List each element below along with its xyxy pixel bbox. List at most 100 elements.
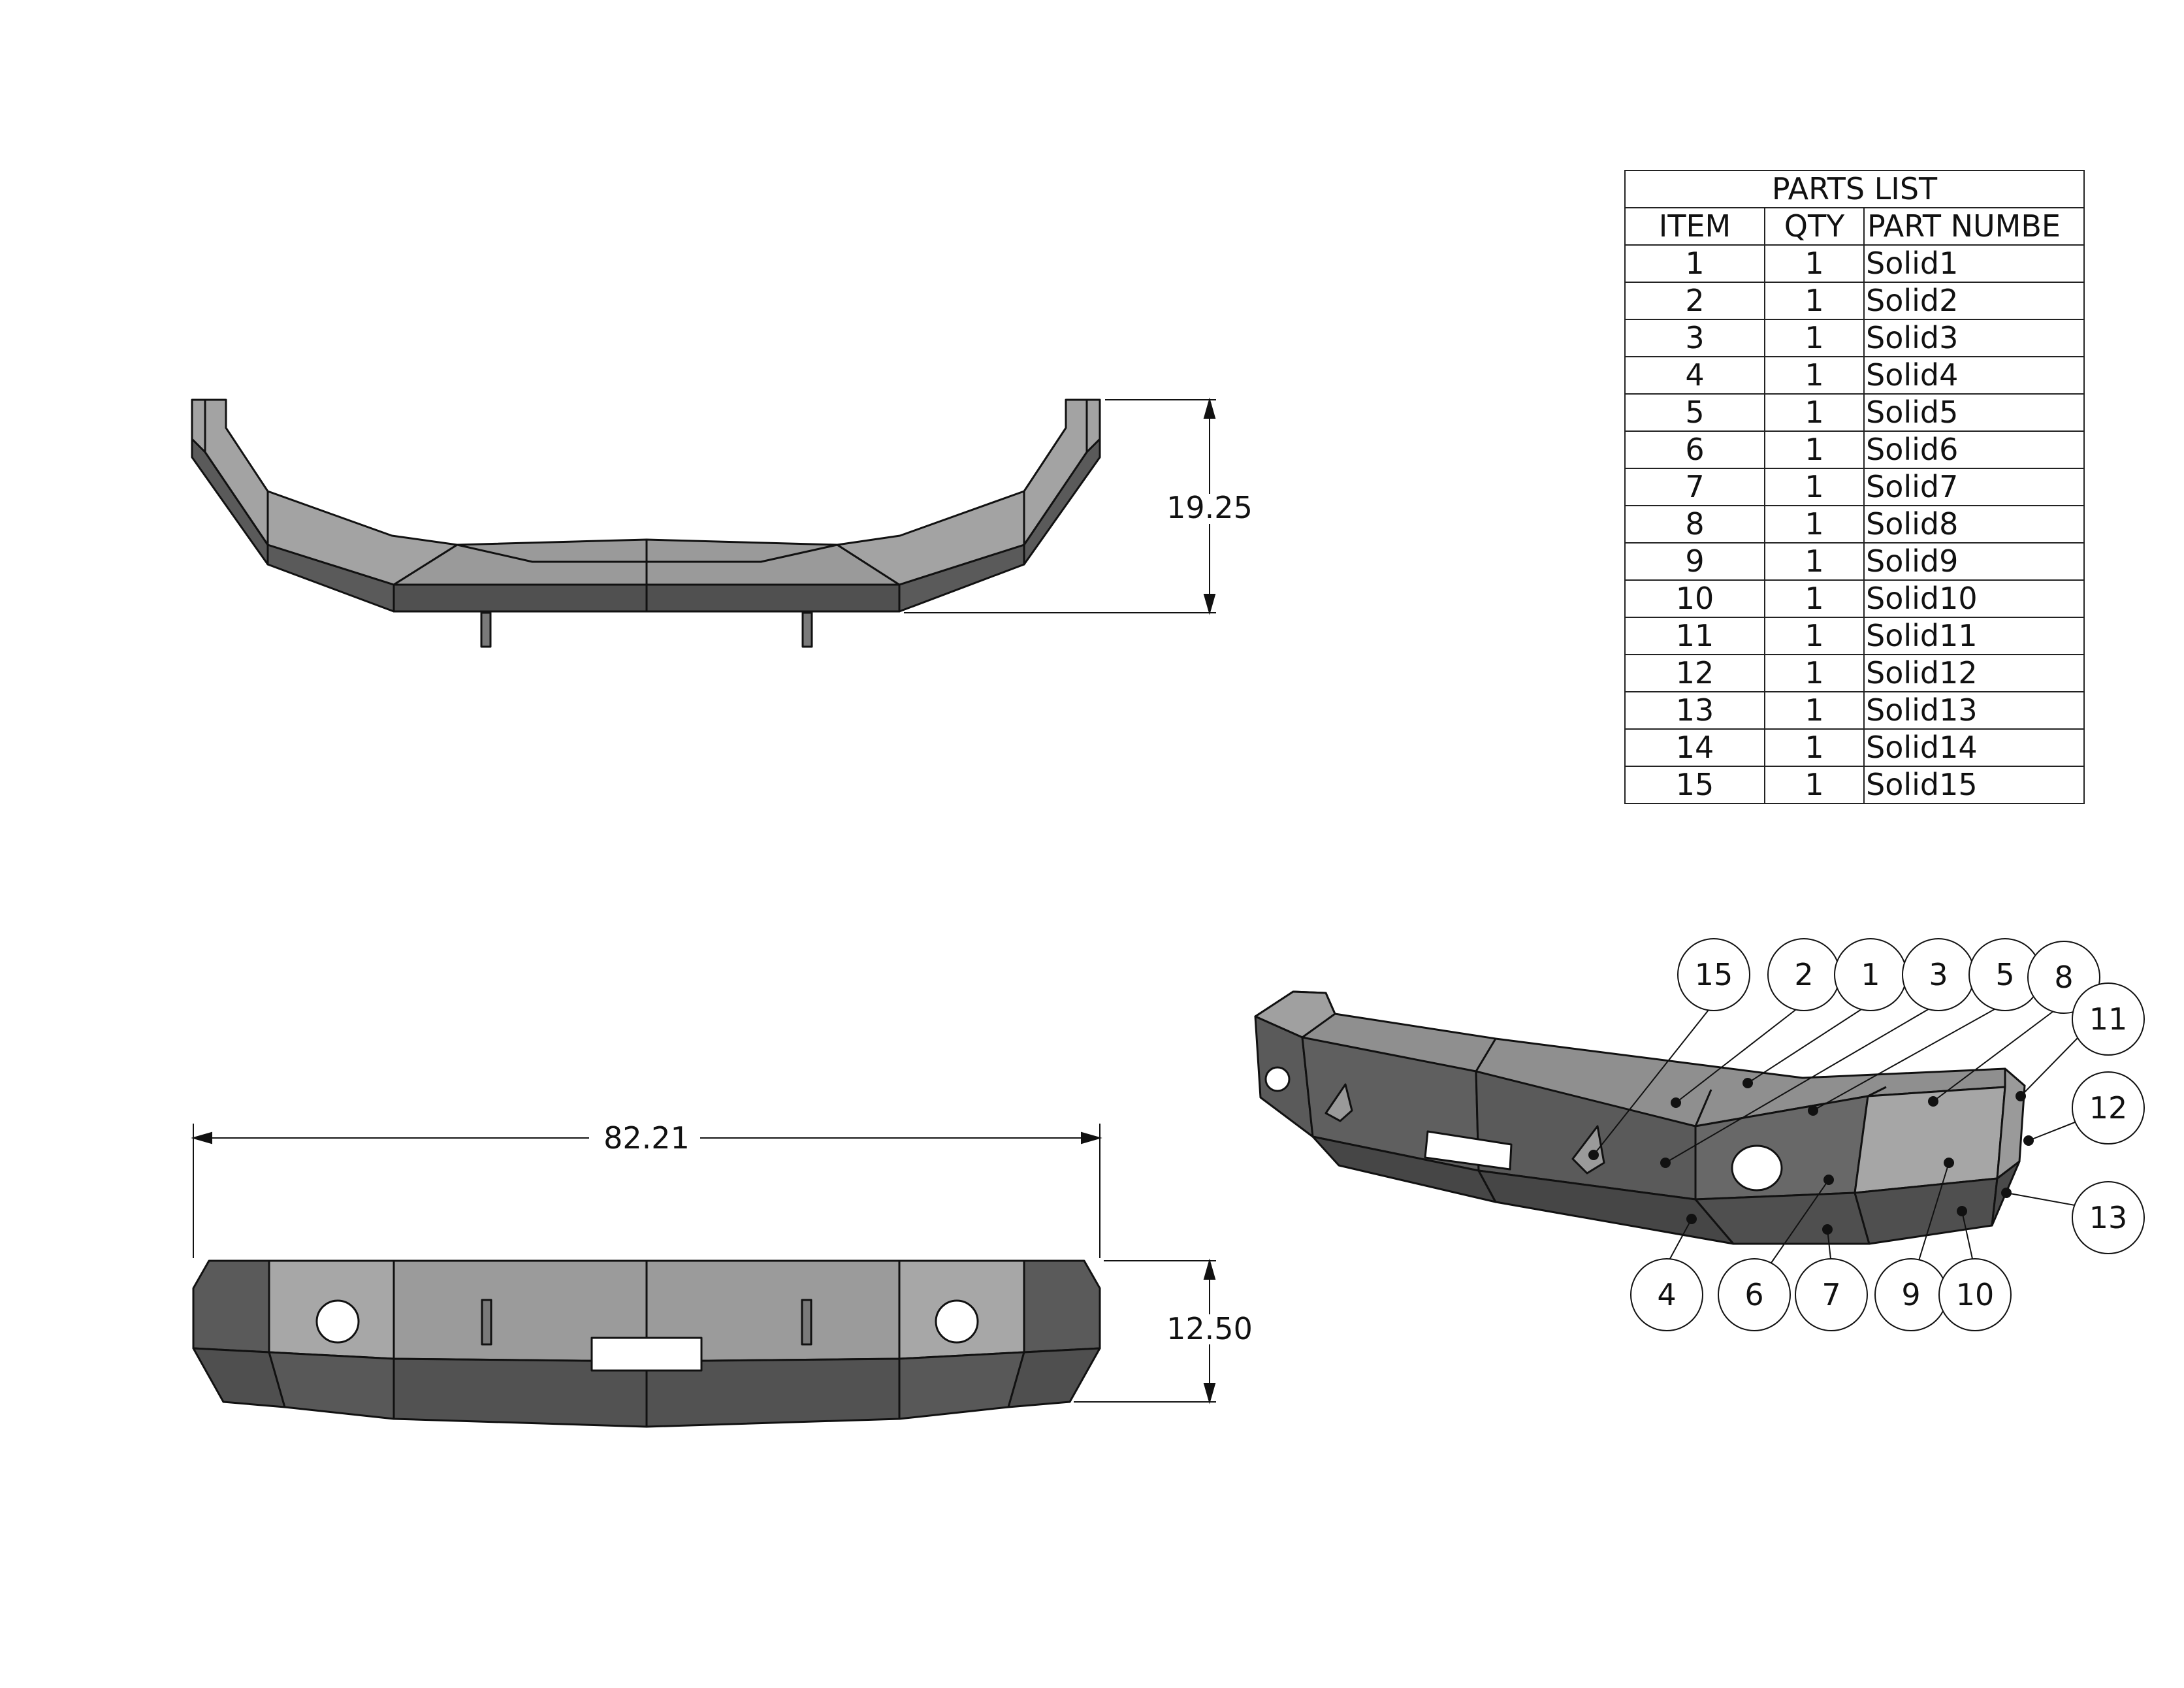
balloon-label-13: 13 xyxy=(2089,1200,2128,1235)
cell-part-number: Solid8 xyxy=(1863,505,2085,544)
balloons xyxy=(1630,938,2145,1331)
front-lower-right xyxy=(898,1351,1025,1420)
balloon-label-5: 5 xyxy=(1995,957,2014,992)
balloon-label-6: 6 xyxy=(1744,1277,1763,1312)
shackle-slot-right xyxy=(801,1299,812,1346)
cell-item: 12 xyxy=(1624,654,1765,692)
balloon-label-3: 3 xyxy=(1929,957,1948,992)
cell-qty: 1 xyxy=(1764,728,1865,767)
balloon-7 xyxy=(1795,1258,1868,1331)
top-view xyxy=(191,398,1101,648)
dimension-front-width xyxy=(191,1124,1102,1258)
cell-part-number: Solid14 xyxy=(1863,728,2085,767)
front-view xyxy=(192,1259,1101,1428)
iso-shackle-tab-left xyxy=(1325,1083,1353,1122)
top-surface-right-wing xyxy=(836,398,1101,586)
header-qty: QTY xyxy=(1764,207,1865,246)
cell-part-number: Solid12 xyxy=(1863,654,2085,692)
cell-part-number: Solid13 xyxy=(1863,691,2085,730)
cell-qty: 1 xyxy=(1764,282,1865,320)
cell-item: 10 xyxy=(1624,579,1765,618)
balloon-label-1: 1 xyxy=(1861,957,1880,992)
mount-post-right xyxy=(801,611,813,648)
cell-item: 3 xyxy=(1624,319,1765,357)
balloon-6 xyxy=(1718,1258,1791,1331)
mount-post-left xyxy=(480,611,492,648)
cell-part-number: Solid6 xyxy=(1863,430,2085,469)
cell-qty: 1 xyxy=(1764,430,1865,469)
cell-item: 7 xyxy=(1624,468,1765,506)
parts-list-title: PARTS LIST xyxy=(1624,170,2085,208)
cell-qty: 1 xyxy=(1764,393,1865,432)
balloon-label-15: 15 xyxy=(1695,957,1733,992)
cell-part-number: Solid3 xyxy=(1863,319,2085,357)
cell-part-number: Solid4 xyxy=(1863,356,2085,395)
cell-part-number: Solid10 xyxy=(1863,579,2085,618)
balloon-label-7: 7 xyxy=(1822,1277,1840,1312)
cell-qty: 1 xyxy=(1764,579,1865,618)
dimension-label-height: 12.50 xyxy=(1166,1311,1253,1346)
top-surface-left-wing xyxy=(191,398,458,586)
cell-item: 11 xyxy=(1624,617,1765,655)
cell-item: 1 xyxy=(1624,244,1765,283)
front-lower-left xyxy=(268,1351,395,1420)
cell-qty: 1 xyxy=(1764,654,1865,692)
balloon-12 xyxy=(2072,1071,2145,1144)
iso-fog-light-hole xyxy=(1731,1144,1783,1192)
balloon-label-10: 10 xyxy=(1956,1277,1995,1312)
balloon-13 xyxy=(2072,1181,2145,1254)
cell-item: 2 xyxy=(1624,282,1765,320)
cell-qty: 1 xyxy=(1764,244,1865,283)
header-item: ITEM xyxy=(1624,207,1765,246)
winch-opening xyxy=(590,1337,703,1372)
cell-part-number: Solid7 xyxy=(1863,468,2085,506)
leader-dots xyxy=(1588,1078,2034,1235)
balloon-label-2: 2 xyxy=(1794,957,1813,992)
balloon-label-11: 11 xyxy=(2089,1001,2128,1037)
iso-left-fog-hole xyxy=(1264,1066,1291,1092)
balloon-label-8: 8 xyxy=(2054,960,2073,995)
cell-item: 6 xyxy=(1624,430,1765,469)
cell-qty: 1 xyxy=(1764,356,1865,395)
dimension-front-height xyxy=(1074,1258,1216,1404)
balloon-4 xyxy=(1630,1258,1703,1331)
cell-qty: 1 xyxy=(1764,617,1865,655)
fog-light-hole-right xyxy=(935,1299,979,1344)
cell-part-number: Solid1 xyxy=(1863,244,2085,283)
dimension-label-depth: 19.25 xyxy=(1166,490,1253,525)
cell-qty: 1 xyxy=(1764,505,1865,544)
cell-item: 14 xyxy=(1624,728,1765,767)
front-upper-right-end xyxy=(1023,1259,1101,1354)
cell-part-number: Solid15 xyxy=(1863,766,2085,804)
shackle-slot-left xyxy=(481,1299,492,1346)
front-lower-right-end xyxy=(1007,1347,1101,1408)
iso-shackle-tab-right xyxy=(1571,1125,1605,1175)
dimension-top-depth xyxy=(904,397,1216,615)
isometric-view xyxy=(1254,990,2026,1245)
cell-part-number: Solid11 xyxy=(1863,617,2085,655)
front-upper-left-end xyxy=(192,1259,270,1354)
balloon-11 xyxy=(2072,982,2145,1056)
cell-qty: 1 xyxy=(1764,542,1865,581)
cell-item: 8 xyxy=(1624,505,1765,544)
balloon-10 xyxy=(1938,1258,2012,1331)
cell-part-number: Solid9 xyxy=(1863,542,2085,581)
iso-winch-opening xyxy=(1424,1130,1513,1171)
cell-part-number: Solid2 xyxy=(1863,282,2085,320)
balloon-labels: 15 2 1 3 5 8 11 12 13 4 6 7 9 10 xyxy=(1657,957,2127,1312)
cell-item: 9 xyxy=(1624,542,1765,581)
